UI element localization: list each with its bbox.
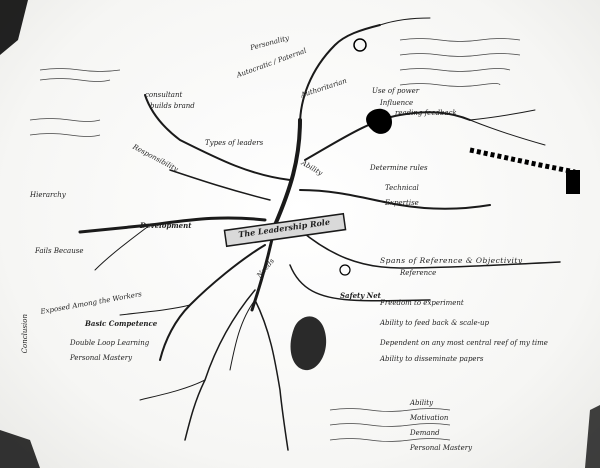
needs-branch <box>159 244 266 361</box>
development-label: Development <box>140 221 192 230</box>
drop-shape-icon <box>290 316 327 371</box>
safety-branch <box>289 264 431 302</box>
reading-feedback-label: reading feedback <box>395 109 457 117</box>
use-of-power-label: Use of power <box>372 87 420 95</box>
technical-label: Technical <box>385 184 419 192</box>
determine-rules-label: Determine rules <box>370 164 428 172</box>
safety-net-item: Ability to feed back & scale-up <box>380 319 489 327</box>
ink-blot-icon <box>366 108 392 134</box>
corner-shadow <box>585 405 600 468</box>
handwriting-scribbles <box>29 38 521 442</box>
twig <box>94 224 151 271</box>
dashed-arrow-icon <box>469 147 576 175</box>
builds-brand-label: builds brand <box>150 102 195 110</box>
corner-shadow <box>0 0 28 55</box>
consultant-label: consultant <box>145 91 183 99</box>
twig <box>469 109 536 121</box>
footer-note: Motivation <box>410 414 449 422</box>
footer-note: Ability <box>410 399 434 407</box>
twig <box>469 119 546 146</box>
fails-because-label: Fails Because <box>35 247 84 255</box>
expertise-label: Expertise <box>385 199 419 207</box>
influence-label: Influence <box>380 99 414 107</box>
lower-left-branch <box>184 289 256 441</box>
ability-branch <box>299 189 491 210</box>
safety-net-item: Freedom to experiment <box>380 299 464 307</box>
spans-label: Spans of Reference & Objectivity <box>380 256 523 265</box>
safety-net-item: Ability to disseminate papers <box>380 355 484 363</box>
trunk-branch <box>273 118 302 227</box>
footer-note: Demand <box>410 429 440 437</box>
dark-box-icon <box>566 170 580 194</box>
corner-shadow <box>0 430 40 468</box>
double-loop-label: Double Loop Learning <box>70 339 150 347</box>
conclusion-label: Conclusion <box>20 314 29 354</box>
basic-competence-label: Basic Competence <box>85 319 158 328</box>
safety-net-label: Safety Net <box>340 291 381 300</box>
node-circle-icon <box>353 38 367 52</box>
influence-branch <box>304 111 471 161</box>
twig <box>119 304 191 316</box>
twig <box>139 379 206 401</box>
node-circle-icon <box>339 264 351 276</box>
types-of-leaders-label: Types of leaders <box>205 139 264 147</box>
twig <box>379 17 431 26</box>
responsibility-branch <box>169 169 271 201</box>
footer-note: Personal Mastery <box>410 444 473 452</box>
safety-net-item: Dependent on any most central reef of my… <box>380 339 548 347</box>
personality-branch <box>144 94 291 181</box>
twig <box>229 299 256 371</box>
leadership-branch <box>299 24 381 126</box>
personal-mastery-label: Personal Mastery <box>70 354 133 362</box>
lower-right-branch <box>254 299 289 451</box>
central-banner <box>223 212 347 248</box>
spans-branch <box>299 229 561 269</box>
hierarchy-label: Hierarchy <box>30 191 66 199</box>
spans-sub-label: Reference <box>400 269 437 277</box>
